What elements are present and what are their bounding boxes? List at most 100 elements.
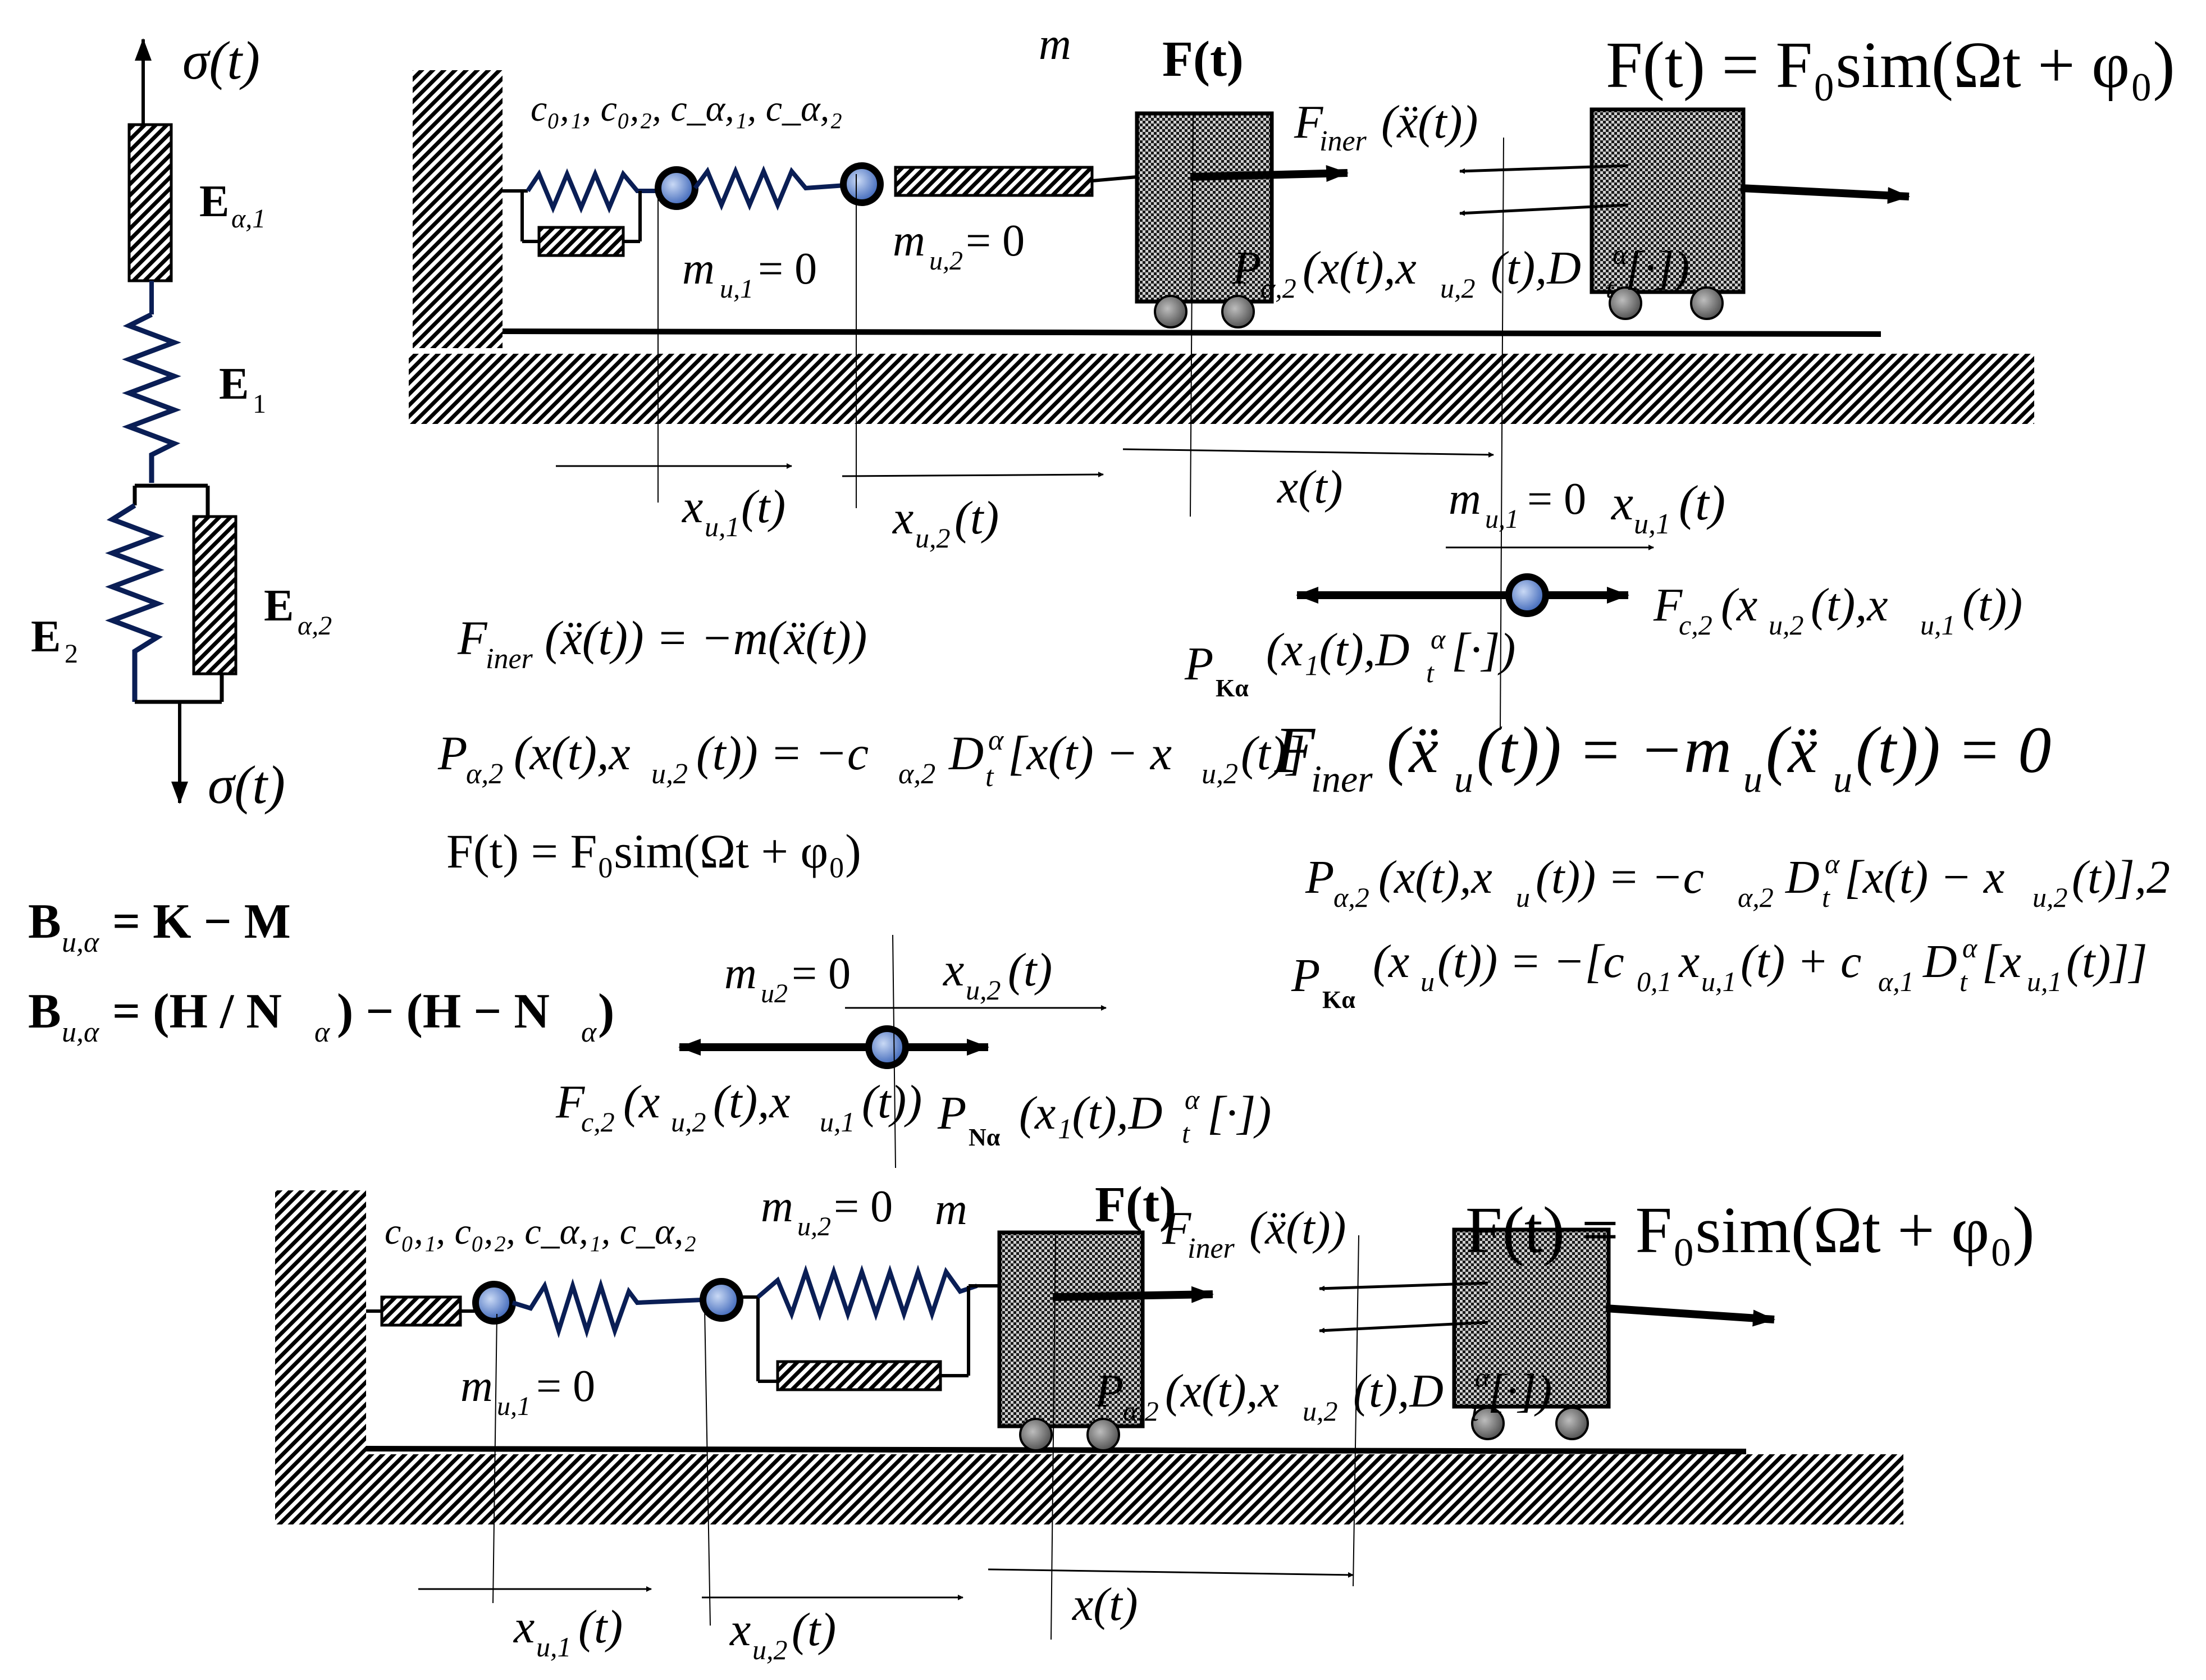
top-force-equation: F(t) = F₀sim(Ωt + φ₀)	[1606, 28, 2175, 102]
top-p-t: t	[1606, 272, 1614, 304]
bottom-x: x(t)	[1071, 1578, 1138, 1631]
mid-pn-rest: (x₁(t),D	[1019, 1087, 1162, 1139]
top-x-u2: x	[892, 492, 914, 544]
bottom-x-u2-arg: (t)	[792, 1604, 836, 1656]
top-p-arg-tail: [·])	[1625, 242, 1689, 294]
eq-b2-lhs: B	[28, 984, 61, 1039]
mid-fc-rest2: (t),x	[713, 1076, 791, 1128]
left-model: σ(t) E α,1 E 1 E 2 E α,2 σ(t)	[31, 30, 332, 815]
mid-fc-rest3: (t))	[862, 1076, 922, 1128]
right-p2-sub2: u	[1516, 882, 1530, 913]
top-wall	[413, 70, 503, 348]
eq-p-alpha2-sub3: α,2	[898, 758, 935, 790]
mid-pn-alpha: α	[1185, 1084, 1200, 1115]
right-node-ball	[1505, 573, 1549, 617]
top-m-u2: m	[893, 216, 925, 266]
bottom-mass-label: m	[935, 1185, 967, 1234]
bottom-m-u1-sub: u,1	[497, 1391, 531, 1421]
right-pk2-rest4: (t) + c	[1741, 935, 1861, 988]
right-pk2-rest7: (t)]]	[2066, 935, 2148, 988]
right-pk2-sub4: u,1	[1701, 966, 1737, 997]
top-mass-label: m	[1039, 20, 1071, 69]
bottom-node-1	[472, 1281, 516, 1325]
bottom-force-arrow-2	[1605, 1304, 1775, 1327]
mid-fc: F	[555, 1076, 586, 1128]
right-pk2: P	[1291, 949, 1320, 1002]
spring-e-2	[105, 503, 165, 702]
top-m-u2-sub: u,2	[929, 246, 963, 276]
top-node-1	[655, 166, 698, 210]
right-pk: P	[1184, 638, 1213, 690]
bottom-system: c₀,₁, c₀,₂, c_α,₁, c_α,₂ m u,2 = 0 m F(t…	[275, 1177, 2035, 1665]
right-pk-alpha: α	[1431, 623, 1446, 655]
top-spring-2	[693, 165, 846, 211]
right-fc-sub2: u,2	[1769, 609, 1804, 641]
bottom-f-iner-arg: (ẍ(t))	[1249, 1202, 1346, 1254]
eq-p-alpha2-rest: (x(t),x	[514, 726, 631, 780]
bottom-p-label: P	[1094, 1365, 1123, 1417]
e-alpha-1-label: E	[199, 177, 229, 226]
bottom-p-t: t	[1471, 1395, 1479, 1427]
eq-b2-sub2: α	[314, 1016, 331, 1048]
top-node-2	[840, 162, 884, 206]
right-x-sub: u,1	[1634, 508, 1670, 540]
right-x: x	[1610, 476, 1633, 531]
eq-p-alpha2-t: t	[985, 761, 994, 793]
dashpot-e-alpha-1	[127, 123, 173, 282]
right-big-eq-rest: (ẍ	[1387, 713, 1438, 787]
bottom-mass-block	[997, 1230, 1145, 1428]
right-p2-sub3: α,2	[1738, 882, 1774, 913]
right-pk2-rest5: D	[1922, 935, 1957, 988]
right-p2-rest3: D	[1785, 851, 1820, 903]
top-p-alpha: α	[1613, 239, 1628, 270]
right-m: m	[1449, 474, 1481, 524]
bottom-p-arg-sub: u,2	[1303, 1395, 1338, 1427]
right-x-arg: (t)	[1679, 476, 1725, 531]
top-dashpot-1	[537, 226, 625, 257]
top-m-u1: m	[682, 244, 715, 294]
mid-pn-t: t	[1182, 1117, 1190, 1149]
top-x-u1-sub: u,1	[705, 511, 740, 542]
top-force-label: F(t)	[1162, 31, 1244, 87]
sigma-bottom-label: σ(t)	[208, 755, 285, 815]
equations: F iner (ẍ(t)) = −m(ẍ(t)) P α,2 (x(t),x u…	[28, 611, 1305, 1048]
bottom-m-u2-val: = 0	[834, 1182, 893, 1231]
mid-fc-sub3: u,1	[820, 1106, 855, 1138]
bottom-m-u1-val: = 0	[536, 1362, 595, 1411]
right-pk2-rest3: x	[1678, 935, 1700, 988]
bottom-force-label: F(t)	[1095, 1177, 1176, 1232]
right-node: m u,1 = 0 x u,1 (t) F c,2 (x u,2 (t),x u…	[1184, 474, 2170, 1014]
top-x-u1-arg: (t)	[741, 481, 785, 533]
eq-p-alpha2-sub: α,2	[466, 758, 503, 790]
mid-x-sub: u,2	[966, 974, 1001, 1006]
bottom-x-u2: x	[729, 1604, 751, 1656]
eq-p-alpha2-rest5: (t)]	[1241, 726, 1305, 780]
top-f-iner-sub: iner	[1319, 125, 1367, 157]
mid-m-sub: u2	[761, 979, 788, 1008]
top-dashpot-2	[894, 166, 1094, 197]
bottom-p-arg-end: (t),D	[1353, 1365, 1444, 1417]
bottom-dashpot-1	[380, 1295, 462, 1327]
bottom-x-u1-arg: (t)	[578, 1601, 623, 1653]
right-pk2-sub5: α,1	[1878, 966, 1914, 997]
top-m-u2-val: = 0	[966, 216, 1025, 266]
top-ground	[409, 354, 2034, 424]
mid-x: x	[942, 944, 964, 996]
right-p2-rest4: [x(t) − x	[1844, 851, 2004, 903]
eq-p-alpha2-rest2: (t)) = −c	[696, 726, 869, 780]
eq-b2-rhs2: ) − (H − N	[337, 984, 550, 1039]
top-force-arrow-2	[1740, 184, 1910, 204]
bottom-m-u2: m	[761, 1182, 793, 1231]
e-alpha-1-sub: α,1	[231, 204, 266, 234]
bottom-node-2	[700, 1278, 743, 1322]
right-big-eq-sub2: u	[1454, 757, 1473, 800]
eq-b2-sub3: α	[581, 1016, 597, 1048]
right-pk-sub: Kα	[1216, 674, 1249, 702]
top-x: x(t)	[1276, 461, 1343, 513]
top-m-u1-sub: u,1	[720, 274, 753, 304]
bottom-mass-block-2	[1452, 1227, 1611, 1409]
mid-fc-sub: c,2	[581, 1106, 615, 1138]
right-pk2-sub: Kα	[1322, 986, 1355, 1014]
right-pk-rest: (x₁(t),D	[1266, 624, 1409, 676]
right-m-val: = 0	[1527, 474, 1586, 524]
